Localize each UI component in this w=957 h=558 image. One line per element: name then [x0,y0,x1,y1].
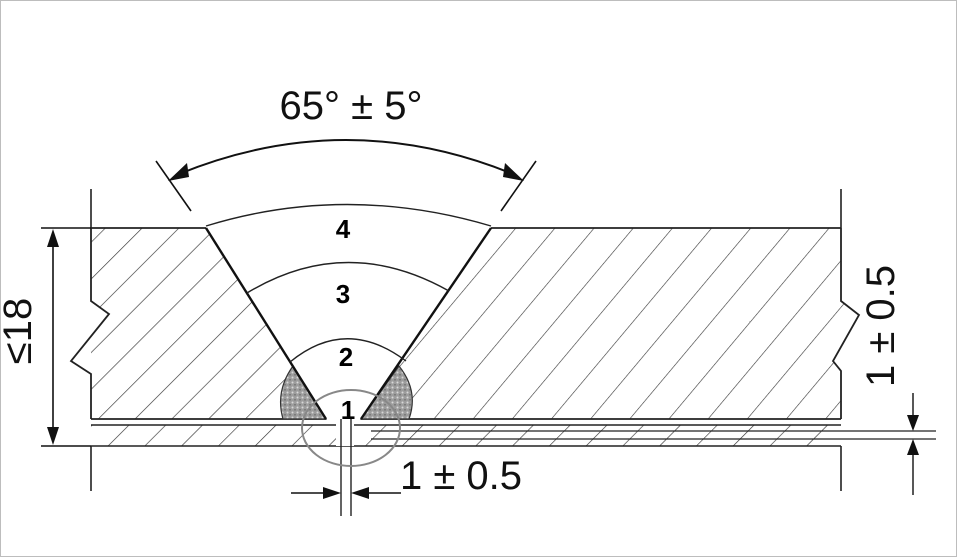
pass-boundary-3-4 [246,261,450,294]
right-plate [361,228,859,419]
bevel-angle-label: 65° ± 5° [280,84,423,128]
root-gap-label: 1 ± 0.5 [400,454,522,498]
pass-label-2: 2 [339,342,353,372]
root-detail-circle [301,389,401,467]
pass-boundary-2-3 [289,338,407,363]
root-weld-left [280,364,328,420]
left-plate [71,228,326,419]
thickness-label: ≤18 [1,298,40,364]
backing-gap-label: 1 ± 0.5 [859,265,903,387]
pass-label-1: 1 [341,395,355,425]
root-weld-right [359,365,413,420]
pass-label-3: 3 [336,279,350,309]
backing-strip [91,425,841,446]
cap-surface [205,203,492,227]
pass-label-4: 4 [336,214,351,244]
